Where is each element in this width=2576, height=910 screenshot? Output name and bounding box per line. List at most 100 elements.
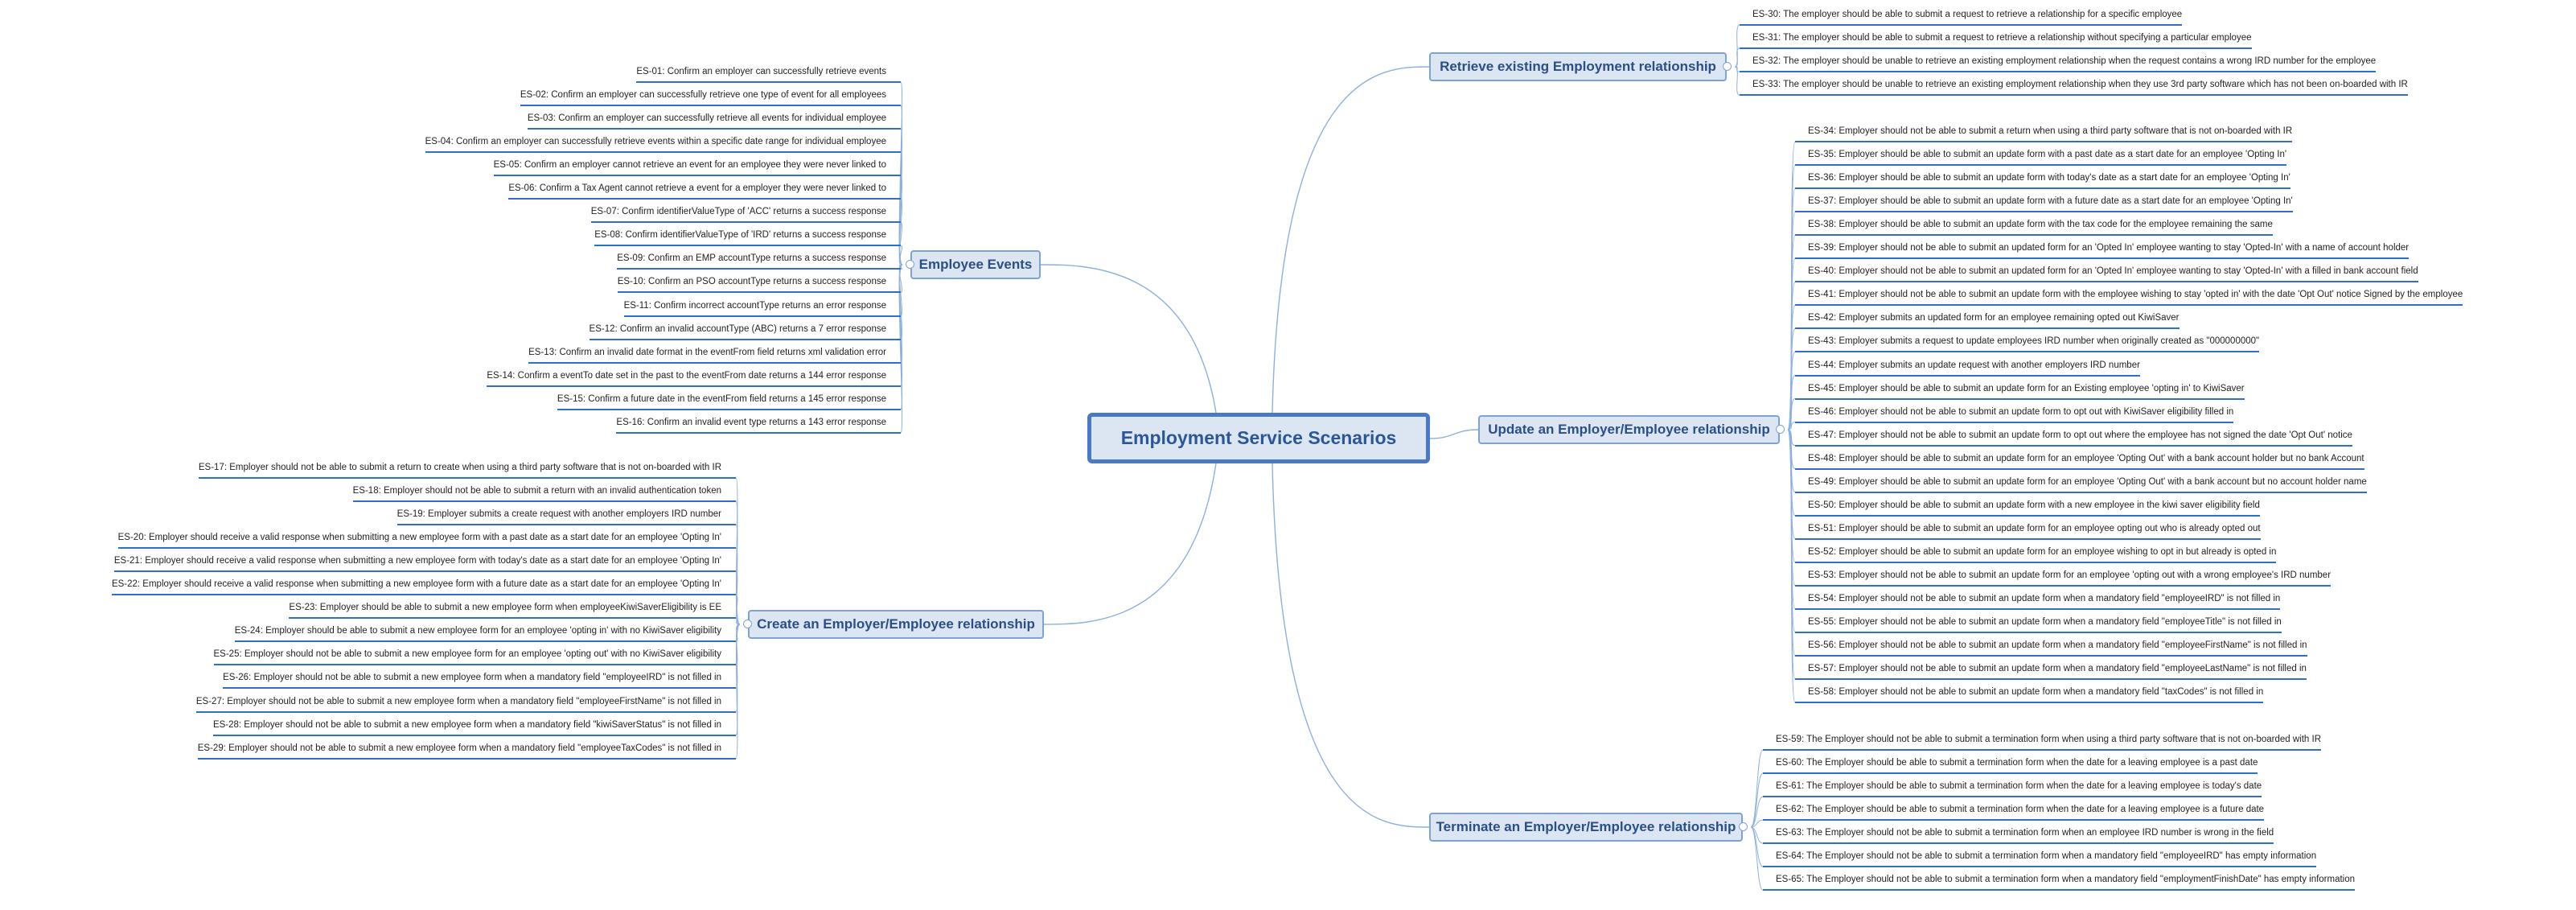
scenario-item[interactable]: ES-60: The Employer should be able to su… (1763, 754, 2258, 775)
leaf-connector (1787, 429, 1796, 680)
scenario-item[interactable]: ES-13: Confirm an invalid date format in… (528, 344, 901, 364)
scenario-item[interactable]: ES-54: Employer should not be able to su… (1795, 590, 2281, 610)
scenario-item[interactable]: ES-10: Confirm an PSO accountType return… (617, 273, 901, 294)
scenario-item[interactable]: ES-14: Confirm a eventTo date set in the… (487, 367, 901, 387)
branch-label: Update an Employer/Employee relationship (1488, 422, 1770, 437)
scenario-item[interactable]: ES-59: The Employer should not be able t… (1763, 731, 2322, 751)
scenario-item[interactable]: ES-51: Employer should be able to submit… (1795, 520, 2261, 540)
scenario-item[interactable]: ES-46: Employer should not be able to su… (1795, 403, 2234, 423)
branch-label: Create an Employer/Employee relationship (757, 616, 1035, 632)
scenario-item[interactable]: ES-43: Employer submits a request to upd… (1795, 332, 2260, 353)
scenario-item[interactable]: ES-22: Employer should receive a valid r… (111, 575, 736, 596)
leaf-connector (735, 624, 741, 665)
leaf-connector (1787, 211, 1796, 430)
scenario-item[interactable]: ES-06: Confirm a Tax Agent cannot retrie… (508, 179, 901, 200)
branch-label: Employee Events (918, 257, 1033, 272)
branch-retrieve-existing-employment-relationship[interactable]: Retrieve existing Employment relationshi… (1429, 52, 1732, 81)
scenario-item[interactable]: ES-26: Employer should not be able to su… (223, 669, 736, 690)
scenario-item[interactable]: ES-50: Employer should be able to submit… (1795, 496, 2260, 517)
scenario-item[interactable]: ES-41: Employer should not be able to su… (1795, 286, 2463, 307)
scenario-item[interactable]: ES-04: Confirm an employer can successfu… (425, 133, 901, 154)
scenario-item[interactable]: ES-35: Employer should be able to submit… (1795, 146, 2287, 167)
scenario-item[interactable]: ES-23: Employer should be able to submit… (289, 599, 736, 620)
collapse-toggle-icon[interactable] (906, 260, 914, 269)
leaf-connector (1750, 826, 1764, 867)
scenario-item[interactable]: ES-11: Confirm incorrect accountType ret… (623, 297, 901, 317)
scenario-item[interactable]: ES-55: Employer should not be able to su… (1795, 613, 2282, 634)
scenario-item[interactable]: ES-05: Confirm an employer cannot retrie… (493, 156, 901, 177)
scenario-item[interactable]: ES-65: The Employer should not be able t… (1763, 871, 2356, 891)
scenario-item[interactable]: ES-34: Employer should not be able to su… (1795, 122, 2293, 142)
scenario-item[interactable]: ES-30: The employer should be able to su… (1740, 6, 2183, 26)
scenario-item[interactable]: ES-38: Employer should be able to submit… (1795, 216, 2273, 237)
scenario-item[interactable]: ES-29: Employer should not be able to su… (197, 739, 736, 760)
leaf-connector (1750, 796, 1764, 828)
collapse-toggle-icon[interactable] (743, 620, 752, 628)
collapse-toggle-icon[interactable] (1776, 425, 1785, 434)
leaf-connector (1787, 429, 1796, 703)
scenario-item[interactable]: ES-12: Confirm an invalid accountType (A… (589, 320, 901, 340)
branch-label: Terminate an Employer/Employee relations… (1436, 819, 1736, 834)
branch-create-an-employer-employee-relationship[interactable]: Create an Employer/Employee relationship (743, 610, 1044, 639)
scenario-item[interactable]: ES-33: The employer should be unable to … (1740, 76, 2408, 97)
scenario-item[interactable]: ES-31: The employer should be able to su… (1740, 29, 2252, 50)
scenario-item[interactable]: ES-63: The Employer should not be able t… (1763, 824, 2274, 845)
scenario-item[interactable]: ES-09: Confirm an EMP accountType return… (617, 249, 901, 270)
scenario-item[interactable]: ES-20: Employer should receive a valid r… (117, 529, 736, 550)
scenario-item[interactable]: ES-62: The Employer should be able to su… (1763, 801, 2265, 821)
scenario-item[interactable]: ES-01: Confirm an employer can successfu… (636, 63, 901, 83)
scenario-item[interactable]: ES-47: Employer should not be able to su… (1795, 426, 2352, 447)
leaf-connector (1787, 164, 1796, 430)
scenario-item[interactable]: ES-58: Employer should not be able to su… (1795, 683, 2264, 704)
leaf-connector (1787, 429, 1796, 587)
scenario-item[interactable]: ES-52: Employer should be able to submit… (1795, 543, 2277, 563)
scenario-item[interactable]: ES-02: Confirm an employer can successfu… (520, 86, 901, 107)
leaf-connector (1787, 351, 1796, 430)
collapse-toggle-icon[interactable] (1723, 62, 1732, 71)
branch-terminate-an-employer-employee-relationship[interactable]: Terminate an Employer/Employee relations… (1429, 813, 1748, 842)
scenario-item[interactable]: ES-25: Employer should not be able to su… (213, 645, 736, 666)
scenario-item[interactable]: ES-42: Employer submits an updated form … (1795, 309, 2180, 330)
scenario-item[interactable]: ES-61: The Employer should be able to su… (1763, 777, 2262, 798)
scenario-item[interactable]: ES-08: Confirm identifierValueType of 'I… (594, 226, 901, 247)
leaf-connector (735, 500, 741, 625)
scenario-item[interactable]: ES-39: Employer should not be able to su… (1795, 239, 2410, 260)
scenario-item[interactable]: ES-40: Employer should not be able to su… (1795, 262, 2418, 283)
scenario-item[interactable]: ES-64: The Employer should not be able t… (1763, 847, 2317, 868)
leaf-connector (1787, 429, 1796, 493)
scenario-item[interactable]: ES-36: Employer should be able to submit… (1795, 169, 2290, 190)
scenario-item[interactable]: ES-19: Employer submits a create request… (396, 505, 736, 526)
scenario-item[interactable]: ES-28: Employer should not be able to su… (212, 716, 736, 736)
scenario-item[interactable]: ES-57: Employer should not be able to su… (1795, 660, 2307, 681)
branch-update-an-employer-employee-relationship[interactable]: Update an Employer/Employee relationship (1478, 415, 1785, 444)
leaf-connector (1787, 429, 1796, 563)
scenario-item[interactable]: ES-15: Confirm a future date in the even… (557, 390, 901, 410)
scenario-item[interactable]: ES-44: Employer submits an update reques… (1795, 356, 2140, 377)
leaf-connector (1787, 281, 1796, 430)
scenario-item[interactable]: ES-21: Employer should receive a valid r… (113, 552, 736, 573)
leaf-connector (735, 547, 741, 625)
scenario-item[interactable]: ES-16: Confirm an invalid event type ret… (616, 414, 901, 434)
branch-employee-events[interactable]: Employee Events (906, 250, 1041, 279)
scenario-item[interactable]: ES-03: Confirm an employer can successfu… (527, 109, 901, 130)
root-connector (1272, 66, 1430, 414)
scenario-item[interactable]: ES-32: The employer should be unable to … (1740, 52, 2377, 73)
scenario-item[interactable]: ES-07: Confirm identifierValueType of 'A… (590, 203, 901, 224)
leaf-connector (1787, 429, 1796, 610)
leaf-connector (1787, 141, 1796, 430)
leaf-connector (1787, 429, 1796, 633)
scenario-item[interactable]: ES-53: Employer should not be able to su… (1795, 566, 2332, 587)
scenario-item[interactable]: ES-24: Employer should be able to submit… (234, 622, 736, 643)
scenario-item[interactable]: ES-56: Employer should not be able to su… (1795, 636, 2307, 657)
scenario-item[interactable]: ES-18: Employer should not be able to su… (352, 482, 736, 503)
leaf-connector (1787, 429, 1796, 517)
scenario-item[interactable]: ES-45: Employer should be able to submit… (1795, 380, 2245, 400)
scenario-item[interactable]: ES-37: Employer should be able to submit… (1795, 192, 2293, 213)
scenario-item[interactable]: ES-49: Employer should be able to submit… (1795, 473, 2367, 493)
scenario-item[interactable]: ES-17: Employer should not be able to su… (198, 459, 736, 479)
scenario-item[interactable]: ES-48: Employer should be able to submit… (1795, 450, 2364, 470)
scenario-item[interactable]: ES-27: Employer should not be able to su… (195, 693, 736, 713)
collapse-toggle-icon[interactable] (1739, 822, 1748, 831)
root-connector (1043, 463, 1217, 625)
central-topic[interactable]: Employment Service Scenarios (1087, 413, 1430, 463)
